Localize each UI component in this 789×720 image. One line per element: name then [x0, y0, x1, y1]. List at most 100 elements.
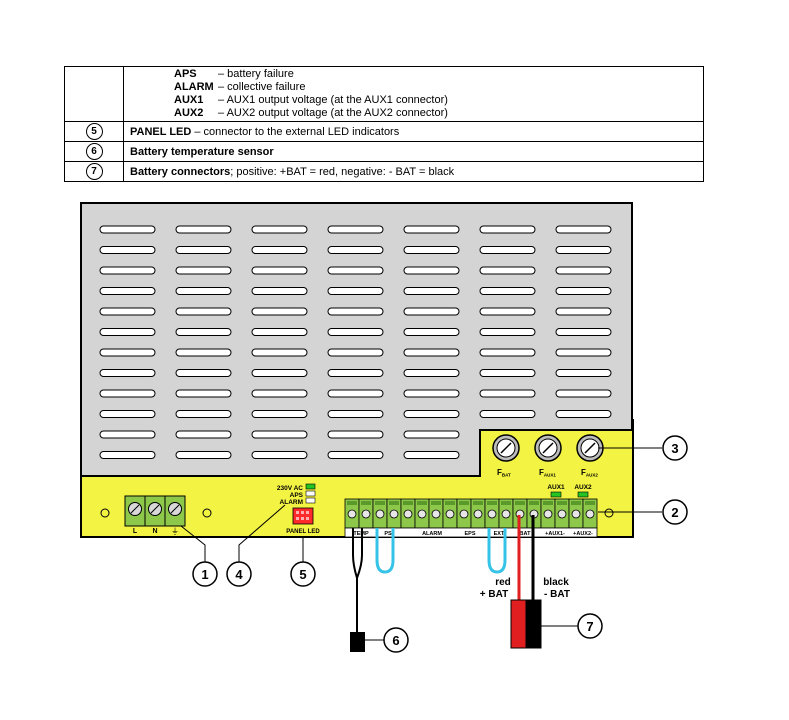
panel-led-label: PANEL LED	[286, 529, 320, 535]
vent-slot	[175, 225, 232, 234]
vent-slot	[99, 430, 156, 439]
vent-slot	[327, 307, 384, 316]
vent-slot	[99, 287, 156, 295]
vent-slot	[327, 225, 384, 234]
terminal-label-n: N	[152, 528, 157, 535]
vent-slot	[99, 369, 156, 377]
vent-slot	[403, 246, 460, 254]
vent-slot	[99, 389, 156, 398]
vent-slot	[555, 410, 612, 418]
vent-slot	[175, 451, 232, 459]
vent-slot	[479, 287, 536, 295]
vent-slot	[175, 410, 232, 418]
vent-slot	[555, 225, 612, 234]
screw-icon	[487, 509, 497, 519]
signal-aps-desc: – battery failure	[218, 68, 294, 80]
strip-label-eps: EPS	[464, 531, 475, 537]
vent-slot	[327, 389, 384, 398]
svg-text:5: 5	[299, 567, 306, 582]
vent-slot	[479, 307, 536, 316]
vent-slot	[479, 225, 536, 234]
vent-slot	[403, 369, 460, 377]
vent-slot	[479, 410, 536, 418]
screw-icon	[543, 509, 553, 519]
vent-slot	[403, 307, 460, 316]
led-alarm	[305, 497, 316, 504]
row-number-badge: 5	[85, 123, 103, 140]
vent-slot	[175, 307, 232, 316]
vent-slot	[327, 410, 384, 418]
screw-icon	[389, 509, 399, 519]
vent-slots	[99, 225, 612, 459]
vent-slot	[251, 225, 308, 234]
vent-slot	[479, 348, 536, 357]
vent-slot	[99, 225, 156, 234]
screw-icon	[585, 509, 595, 519]
vent-slot	[327, 328, 384, 336]
vent-slot	[251, 307, 308, 316]
vent-slot	[251, 246, 308, 254]
output-terminal-strip	[344, 498, 598, 529]
svg-text:1: 1	[201, 567, 208, 582]
signal-aux1-desc: – AUX1 output voltage (at the AUX1 conne…	[218, 94, 448, 106]
vent-slot	[251, 328, 308, 336]
vent-slot	[99, 410, 156, 418]
terminal-label-l: L	[133, 528, 138, 535]
mains-terminal-block	[124, 495, 186, 527]
red-wire-polarity: + BAT	[480, 589, 508, 600]
vent-slot	[175, 430, 232, 439]
led-ac	[305, 483, 316, 490]
vent-slot	[175, 389, 232, 398]
vent-slot	[327, 430, 384, 439]
svg-text:4: 4	[235, 567, 243, 582]
screw-icon	[417, 509, 427, 519]
vent-slot	[175, 328, 232, 336]
callout-6: 6	[383, 627, 409, 653]
vent-slot	[251, 451, 308, 459]
black-wire-polarity: - BAT	[544, 589, 570, 600]
callout-3: 3	[662, 435, 688, 461]
fuse-aux1	[534, 434, 562, 462]
leader-line-1	[180, 525, 206, 562]
signal-list: APS – battery failure ALARM – collective…	[130, 68, 697, 120]
vent-slot	[555, 369, 612, 377]
screw-icon	[473, 509, 483, 519]
battery-clip-black	[525, 599, 542, 649]
led-label-ac: 230V AC	[277, 485, 303, 492]
screw-icon	[571, 509, 581, 519]
vent-slot	[175, 369, 232, 377]
vent-slot	[99, 246, 156, 254]
vent-slot	[327, 451, 384, 459]
vent-slot	[479, 266, 536, 275]
vent-slot	[403, 348, 460, 357]
screw-icon	[445, 509, 455, 519]
vent-slot	[403, 430, 460, 439]
screw-icon	[403, 509, 413, 519]
screw-icon	[459, 509, 469, 519]
vent-slot	[327, 348, 384, 357]
led-label-alarm: ALARM	[280, 499, 303, 506]
vent-slot	[175, 287, 232, 295]
fuse-label-aux1: FAUX1	[539, 468, 556, 478]
vent-slot	[175, 348, 232, 357]
vent-slot	[175, 246, 232, 254]
strip-label-aux2: +AUX2-	[573, 531, 593, 537]
aux1-led	[550, 491, 562, 498]
row-title: Battery connectors	[130, 165, 231, 178]
vent-slot	[327, 369, 384, 377]
row-temp-sensor: 6 Battery temperature sensor	[64, 141, 704, 162]
vent-slot	[251, 410, 308, 418]
vent-slot	[99, 307, 156, 316]
svg-text:2: 2	[671, 505, 678, 520]
vent-slot	[555, 266, 612, 275]
signal-aux2-desc: – AUX2 output voltage (at the AUX2 conne…	[218, 107, 448, 119]
temp-sensor-wire	[352, 528, 358, 632]
vent-slot	[403, 410, 460, 418]
mounting-hole-icon	[604, 508, 614, 518]
mounting-hole-icon	[202, 508, 212, 518]
vent-slot	[327, 287, 384, 295]
vent-slot	[251, 266, 308, 275]
vent-slot	[327, 266, 384, 275]
jumper-loop-ps	[375, 528, 395, 574]
